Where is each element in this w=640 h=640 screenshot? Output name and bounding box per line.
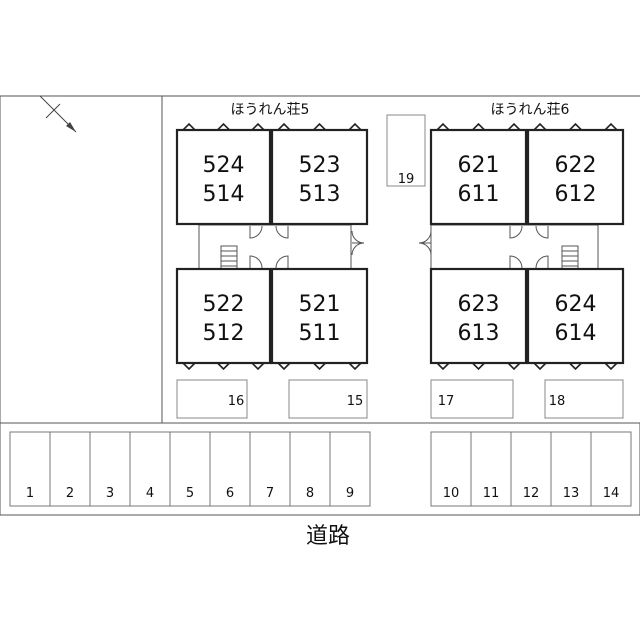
bike-space-18	[544, 379, 624, 419]
bike-space-19-label: 19	[398, 172, 415, 187]
road-label: 道路	[306, 524, 350, 549]
north-arrow-icon	[39, 95, 77, 133]
unit-624-lower-number: 614	[555, 321, 597, 346]
unit-624-upper-number: 624	[555, 292, 597, 317]
unit-623-upper-number: 623	[458, 292, 500, 317]
svg-text:1: 1	[26, 486, 34, 501]
svg-text:7: 7	[266, 486, 274, 501]
bike-space-16-label: 16	[228, 394, 245, 409]
bike-space-15	[288, 379, 368, 419]
east-corridor	[430, 224, 599, 270]
bike-space-16	[176, 379, 248, 419]
parking-space-1: 1	[9, 431, 51, 507]
svg-text:4: 4	[146, 486, 154, 501]
bike-space-18-label: 18	[549, 394, 566, 409]
unit-522-upper-number: 522	[203, 292, 245, 317]
unit-623-lower-number: 613	[458, 321, 500, 346]
bike-space-17-label: 17	[438, 394, 455, 409]
unit-622-lower-number: 612	[555, 182, 597, 207]
svg-text:14: 14	[603, 486, 620, 501]
parking-space-2: 2	[49, 431, 91, 507]
parking-space-7: 7	[249, 431, 291, 507]
svg-text:6: 6	[226, 486, 234, 501]
units-layer: 5245145235135225125215116216116226126236…	[175, 122, 625, 371]
svg-text:9: 9	[346, 486, 354, 501]
svg-text:2: 2	[66, 486, 74, 501]
svg-text:13: 13	[563, 486, 580, 501]
west-corridor	[198, 224, 352, 270]
unit-521-upper-number: 521	[299, 292, 341, 317]
building-east-title: ほうれん荘6	[491, 102, 570, 118]
unit-522-lower-number: 512	[203, 321, 245, 346]
unit-621-upper-number: 621	[458, 153, 500, 178]
unit-524-lower-number: 514	[203, 182, 245, 207]
parking-space-4: 4	[129, 431, 171, 507]
west-stairs-icon	[220, 245, 238, 270]
parking-space-5: 5	[169, 431, 211, 507]
parking-space-14: 14	[590, 431, 632, 507]
svg-text:12: 12	[523, 486, 540, 501]
unit-621-lower-number: 611	[458, 182, 500, 207]
unit-622-upper-number: 622	[555, 153, 597, 178]
east-stairs-icon	[561, 245, 579, 270]
parking-space-10: 10	[430, 431, 472, 507]
svg-text:8: 8	[306, 486, 314, 501]
unit-524-upper-number: 524	[203, 153, 245, 178]
svg-text:3: 3	[106, 486, 114, 501]
building-west-title: ほうれん荘5	[231, 102, 310, 118]
east-door-icons	[418, 225, 549, 269]
parking-space-12: 12	[510, 431, 552, 507]
bike-space-17	[430, 379, 514, 419]
parking-space-11: 11	[470, 431, 512, 507]
west-door-icons	[249, 225, 365, 269]
svg-text:5: 5	[186, 486, 194, 501]
bike-space-15-label: 15	[347, 394, 364, 409]
unit-521-lower-number: 511	[299, 321, 341, 346]
svg-text:10: 10	[443, 486, 460, 501]
parking-space-13: 13	[550, 431, 592, 507]
parking-space-9: 9	[329, 431, 371, 507]
parking-space-6: 6	[209, 431, 251, 507]
parking-row-outline	[0, 422, 640, 516]
unit-523-lower-number: 513	[299, 182, 341, 207]
unit-523-upper-number: 523	[299, 153, 341, 178]
svg-text:11: 11	[483, 486, 500, 501]
bike-space-19	[386, 114, 426, 187]
parking-space-3: 3	[89, 431, 131, 507]
parking-space-8: 8	[289, 431, 331, 507]
